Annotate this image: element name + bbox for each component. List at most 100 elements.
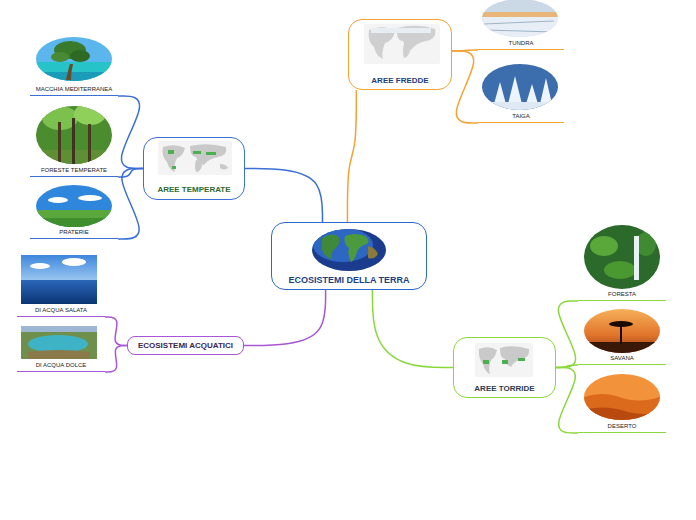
- photo-taiga-part: [494, 76, 552, 104]
- connector: [105, 346, 127, 373]
- node-label: FORESTE TEMPERATE: [41, 166, 107, 175]
- map-icon-part: [364, 24, 440, 64]
- connector: [105, 317, 127, 346]
- map-icon-part: [475, 343, 533, 377]
- topic-box: ECOSISTEMI DELLA TERRA: [271, 222, 427, 290]
- map-icon-part: [190, 144, 226, 165]
- photo-meadow-part: [48, 197, 68, 203]
- photo-meadow: [34, 184, 114, 228]
- map-icon-part: [371, 28, 431, 33]
- map-icon: [364, 24, 440, 64]
- photo-jungle-part: [582, 224, 662, 290]
- map-icon-part: [502, 360, 508, 364]
- node-label: ECOSISTEMI ACQUATICI: [138, 340, 233, 352]
- topic-box: AREE FREDDE: [348, 19, 452, 90]
- map-icon-part: [193, 151, 201, 154]
- photo-meadow-part: [34, 218, 114, 228]
- map-icon-part: [500, 346, 529, 367]
- map-icon-part: [206, 152, 216, 155]
- photo-forest-part: [58, 122, 61, 164]
- node-label: FORESTA: [608, 290, 636, 299]
- ecosystem-leaf: DI ACQUA SALATA: [17, 254, 105, 317]
- photo-lake-part: [21, 326, 97, 332]
- node-label: SAVANA: [610, 354, 633, 363]
- photo-desert-part: [582, 372, 662, 422]
- photo-forest-part: [88, 124, 91, 164]
- map-icon: [475, 343, 533, 377]
- node-label: MACCHIA MEDITERRANEA: [36, 85, 113, 94]
- topic-box: ECOSISTEMI ACQUATICI: [127, 336, 244, 355]
- ecosystem-leaf: MACCHIA MEDITERRANEA: [30, 37, 118, 96]
- node-label: PRATERIE: [59, 228, 89, 237]
- photo-lake-part: [28, 350, 90, 359]
- node-label: DI ACQUA SALATA: [35, 306, 87, 315]
- photo-desert: [582, 372, 662, 422]
- photo-macchia: [34, 36, 114, 82]
- map-icon-part: [163, 145, 186, 172]
- photo-desert-part: [582, 407, 662, 422]
- node-label: TAIGA: [512, 112, 530, 121]
- ecosystem-leaf: PRATERIE: [30, 185, 118, 239]
- photo-savanna-part: [609, 321, 633, 327]
- map-icon-part: [195, 160, 202, 172]
- globe-icon-part: [368, 246, 378, 259]
- map-icon-part: [518, 358, 525, 361]
- node-label: ECOSISTEMI DELLA TERRA: [288, 274, 409, 286]
- topic-box: AREE TORRIDE: [453, 337, 556, 398]
- connector: [347, 90, 356, 222]
- connector: [118, 169, 143, 240]
- map-icon-part: [168, 150, 174, 154]
- photo-jungle-part: [634, 236, 639, 280]
- photo-meadow-part: [34, 184, 114, 228]
- map-icon-part: [403, 44, 410, 58]
- globe-icon-part: [322, 234, 340, 260]
- photo-sea-part: [30, 263, 50, 269]
- photo-tundra-part: [480, 12, 560, 17]
- photo-macchia-part: [51, 52, 69, 62]
- map-icon-part: [479, 347, 497, 374]
- node-label: AREE FREDDE: [371, 75, 428, 87]
- photo-lake: [21, 326, 97, 359]
- map-icon: [158, 141, 232, 175]
- photo-forest-part: [74, 103, 106, 125]
- photo-jungle-part: [604, 261, 636, 279]
- photo-sea-part: [21, 255, 97, 281]
- photo-sea-part: [62, 258, 86, 266]
- node-label: AREE TEMPERATE: [157, 184, 230, 196]
- photo-savanna: [582, 308, 662, 354]
- node-label: TUNDRA: [509, 39, 534, 48]
- topic-box: AREE TEMPERATE: [143, 137, 245, 200]
- connector: [556, 368, 578, 434]
- photo-lake-part: [21, 326, 97, 359]
- photo-macchia-part: [66, 64, 73, 80]
- photo-macchia-part: [70, 50, 90, 62]
- connector: [372, 290, 453, 368]
- connector: [118, 96, 143, 169]
- map-icon-part: [220, 164, 228, 170]
- globe-icon-part: [310, 228, 390, 272]
- map-icon-part: [483, 360, 489, 364]
- photo-macchia-part: [34, 62, 114, 82]
- photo-forest-part: [34, 104, 114, 166]
- photo-sea-part: [21, 280, 97, 304]
- ecosystem-leaf: DESERTO: [578, 373, 666, 433]
- photo-taiga-part: [480, 102, 560, 112]
- photo-tundra-part: [484, 21, 554, 32]
- photo-jungle: [582, 224, 662, 290]
- node-label: DI ACQUA DOLCE: [36, 361, 87, 370]
- photo-savanna-part: [582, 308, 662, 354]
- photo-tundra-part: [480, 0, 560, 38]
- globe-icon-part: [313, 228, 373, 262]
- photo-macchia-part: [34, 36, 114, 82]
- ecosystem-leaf: FORESTA: [578, 222, 666, 301]
- globe-icon-part: [345, 234, 369, 262]
- connector: [452, 51, 478, 123]
- map-icon-part: [172, 166, 176, 169]
- ecosystem-leaf: TUNDRA: [478, 0, 564, 50]
- map-icon-part: [158, 141, 232, 175]
- photo-jungle-part: [590, 236, 618, 256]
- photo-forest: [34, 103, 114, 166]
- photo-sea: [21, 255, 97, 304]
- photo-macchia-part: [34, 72, 114, 82]
